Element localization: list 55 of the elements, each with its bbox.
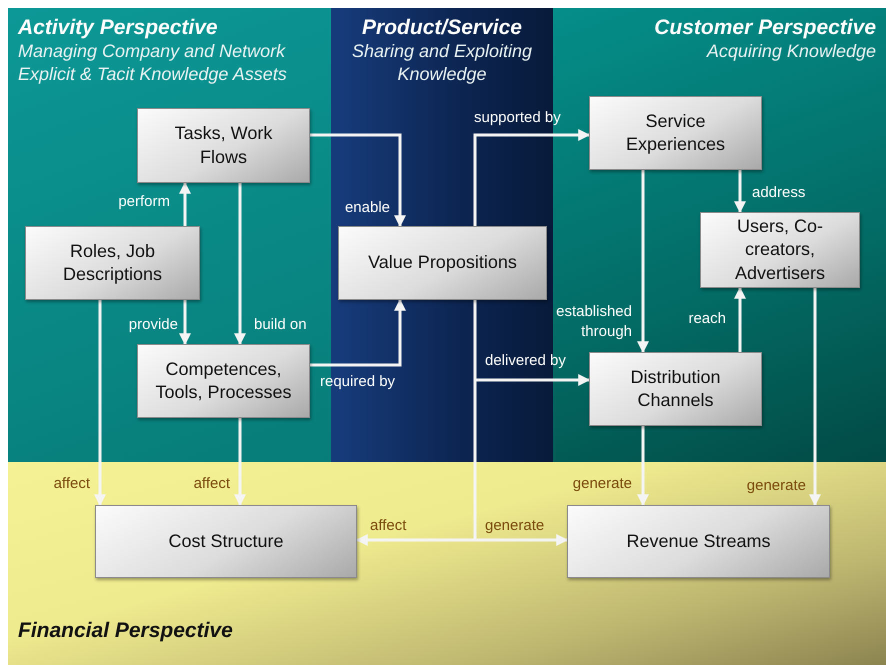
arrow bbox=[94, 300, 106, 506]
arrow bbox=[637, 426, 649, 506]
arrow bbox=[310, 134, 406, 228]
concept-box bbox=[589, 96, 762, 170]
box-text: Competences, Tools, Processes bbox=[154, 358, 293, 404]
arrow bbox=[234, 418, 246, 506]
edge-label: address bbox=[752, 183, 806, 202]
concept-box bbox=[137, 344, 310, 418]
arrow bbox=[310, 298, 406, 366]
edge-label: supported by bbox=[474, 108, 562, 128]
edge-label: delivered by bbox=[485, 351, 567, 370]
band-subtitle: Sharing and Exploiting Knowledge bbox=[350, 40, 534, 86]
edge-label: required by bbox=[320, 372, 396, 392]
arrow bbox=[179, 182, 191, 226]
box-text: Cost Structure bbox=[168, 530, 284, 553]
concept-box bbox=[700, 212, 860, 288]
arrow bbox=[734, 170, 746, 214]
box-text: Users, Co-creators, Advertisers bbox=[734, 214, 826, 285]
edge-label: affect bbox=[52, 474, 90, 494]
box-text: Value Propositions bbox=[368, 251, 517, 274]
arrow bbox=[734, 286, 746, 352]
concept-box bbox=[95, 505, 357, 578]
perspective-band bbox=[8, 462, 886, 665]
edge-label: provide bbox=[128, 315, 178, 334]
edge-label: build on bbox=[254, 315, 308, 334]
arrow bbox=[637, 170, 649, 354]
arrow bbox=[234, 183, 246, 346]
band-subtitle: Acquiring Knowledge bbox=[706, 40, 876, 63]
edge-label: generate bbox=[572, 474, 632, 494]
band-heading: Customer Perspective bbox=[654, 16, 876, 40]
arrow bbox=[179, 300, 191, 346]
edge-label: generate bbox=[485, 516, 546, 536]
edge-label: affect bbox=[370, 516, 408, 536]
concept-box bbox=[338, 226, 547, 300]
box-text: Revenue Streams bbox=[626, 530, 771, 553]
edge-label: affect bbox=[192, 474, 230, 494]
concept-box bbox=[567, 505, 830, 578]
concept-box bbox=[137, 108, 310, 183]
band-subtitle: Managing Company and Network Explicit & Tacit Knowledge Assets bbox=[18, 40, 288, 86]
edge-label: established through bbox=[555, 302, 632, 341]
band-heading: Product/Service bbox=[362, 16, 522, 40]
edge-label: enable bbox=[344, 198, 390, 218]
edge-label: reach bbox=[687, 309, 726, 328]
box-text: Distribution Channels bbox=[629, 366, 722, 412]
band-heading: Activity Perspective bbox=[18, 16, 218, 40]
concept-box bbox=[589, 352, 762, 426]
edge-label: generate bbox=[746, 476, 806, 496]
box-text: Tasks, Work Flows bbox=[174, 122, 274, 168]
arrow bbox=[474, 129, 590, 226]
box-text: Roles, Job Descriptions bbox=[62, 240, 164, 286]
edge-label: perform bbox=[117, 192, 170, 212]
arrow bbox=[809, 288, 821, 506]
box-text: Service Experiences bbox=[624, 110, 726, 156]
band-heading: Financial Perspective bbox=[18, 618, 233, 643]
concept-box bbox=[25, 226, 200, 300]
